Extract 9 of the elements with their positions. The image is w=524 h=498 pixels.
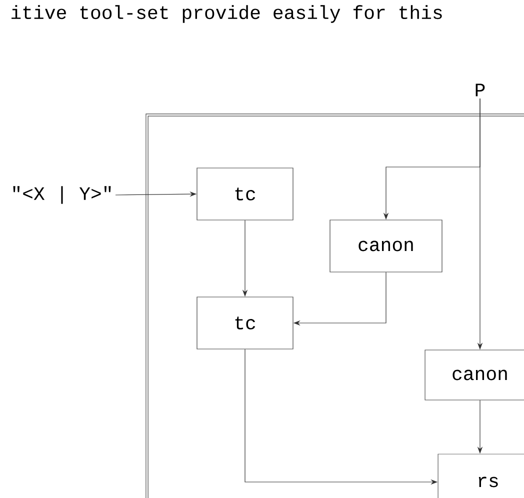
node-label: "<X | Y>" xyxy=(13,186,111,204)
process-box: canon xyxy=(330,220,442,272)
frame-box xyxy=(146,114,524,498)
text-line: itive tool-set provide easily for this xyxy=(12,5,442,23)
process-box: canon xyxy=(424,350,524,400)
process-box: tc xyxy=(196,168,294,220)
process-box: rs xyxy=(438,454,524,498)
process-box: tc xyxy=(196,296,294,350)
node-label: P xyxy=(476,84,485,96)
